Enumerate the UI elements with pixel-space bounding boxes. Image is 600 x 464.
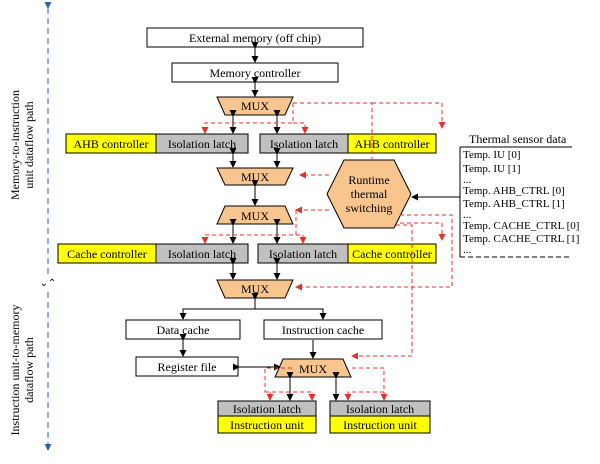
dataflow-arrows	[179, 42, 340, 401]
runtime-switching-line-2: thermal	[351, 187, 388, 201]
mux-5	[274, 358, 352, 378]
data-cache-label: Data cache	[157, 323, 210, 337]
ahb-controller-right	[347, 133, 437, 154]
side-label-top-1: Memory-to-instruction	[8, 90, 22, 200]
cache-controller-right-label: Cache controller	[352, 247, 432, 261]
instruction-unit-right-label: Instruction unit	[343, 418, 417, 432]
side-label-bottom-2: dataflow path	[22, 337, 36, 403]
mux-1-label: MUX	[241, 99, 269, 113]
mux-3-label: MUX	[241, 209, 269, 223]
side-label-top-2: unit dataflow path	[22, 101, 36, 188]
sensor-line-5: Temp. AHB_CTRL [1]	[463, 198, 565, 210]
ahb-controller-right-label: AHB controller	[355, 137, 430, 151]
sensor-line-4: Temp. AHB_CTRL [0]	[463, 185, 565, 197]
runtime-thermal-switching	[326, 159, 412, 229]
divider-mark: ⌄⌃	[40, 278, 57, 289]
sensor-line-6: ...	[463, 209, 472, 221]
external-memory-label: External memory (off chip)	[189, 31, 321, 45]
side-label-bottom-1: Instruction unit-to-memory	[8, 305, 22, 436]
register-file-label: Register file	[158, 360, 217, 374]
cache-controller-right	[347, 243, 437, 264]
isolation-latch-cache-left-label: Isolation latch	[168, 247, 236, 261]
sensor-line-8: Temp. CACHE_CTRL [1]	[463, 233, 579, 245]
sensor-line-7: Temp. CACHE_CTRL [0]	[463, 220, 579, 232]
instruction-unit-right	[329, 415, 431, 434]
cache-controller-left-label: Cache controller	[67, 247, 147, 261]
runtime-switching-line-3: switching	[346, 201, 393, 215]
isolation-latch-ahb-right-label: Isolation latch	[270, 137, 338, 151]
thermal-sensor-title: Thermal sensor data	[469, 132, 567, 146]
instruction-unit-left-label: Instruction unit	[230, 418, 304, 432]
runtime-switching-line-1: Runtime	[348, 173, 389, 187]
instruction-unit-left	[217, 415, 317, 434]
control-lines	[201, 102, 453, 401]
isolation-latch-cache-right-label: Isolation latch	[269, 247, 337, 261]
isolation-latch-ahb-left	[155, 133, 249, 154]
instruction-cache-box	[263, 319, 383, 340]
mux-2-label: MUX	[241, 170, 269, 184]
isolation-latch-iu-left-label: Isolation latch	[233, 402, 301, 416]
sensor-line-9: ...	[463, 244, 472, 256]
mux-4-label: MUX	[241, 282, 269, 296]
isolation-latch-cache-left	[155, 243, 249, 264]
isolation-latch-iu-right-label: Isolation latch	[346, 402, 414, 416]
instruction-cache-label: Instruction cache	[282, 323, 364, 337]
mux-5-label: MUX	[299, 362, 327, 376]
thermal-sensor-panel: Thermal sensor data Temp. IU [0] Temp. I…	[459, 132, 579, 258]
sensor-line-2: Temp. IU [1]	[463, 163, 521, 175]
memory-controller-label: Memory controller	[210, 66, 301, 80]
isolation-latch-ahb-left-label: Isolation latch	[168, 137, 236, 151]
ahb-controller-left-label: AHB controller	[74, 137, 149, 151]
label-memory-to-instruction: Memory-to-instruction unit dataflow path	[8, 90, 36, 200]
label-instruction-to-memory: Instruction unit-to-memory dataflow path	[8, 305, 36, 436]
sensor-line-1: Temp. IU [0]	[463, 149, 521, 161]
sensor-line-3: ...	[463, 174, 472, 186]
mux-2	[216, 167, 294, 186]
